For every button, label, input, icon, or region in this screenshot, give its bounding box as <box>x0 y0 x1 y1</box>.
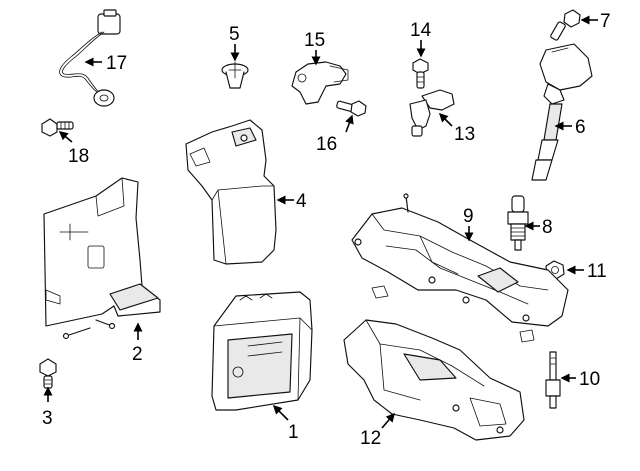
ignition-coil-part[interactable] <box>531 43 593 181</box>
callout-8: 8 <box>542 217 553 238</box>
callout-18: 18 <box>68 146 89 167</box>
leader-lines <box>43 15 598 429</box>
bolt-7-part[interactable] <box>550 9 581 41</box>
leader-1 <box>272 404 289 421</box>
leader-12 <box>381 412 395 429</box>
ecm-cover-part[interactable] <box>185 119 277 265</box>
callout-3: 3 <box>42 408 53 429</box>
callout-15: 15 <box>304 30 325 51</box>
callout-14: 14 <box>410 20 432 41</box>
bolt-18-part[interactable] <box>41 118 74 137</box>
bolt-16-part[interactable] <box>336 100 367 117</box>
bolt-3-part[interactable] <box>39 358 57 389</box>
callout-17: 17 <box>106 53 127 74</box>
callout-6: 6 <box>575 117 586 138</box>
callout-10: 10 <box>579 369 600 390</box>
callout-7: 7 <box>600 11 611 32</box>
callout-11: 11 <box>587 261 607 282</box>
spark-plug-part[interactable] <box>507 195 529 251</box>
callout-labels: 17 18 5 15 16 14 13 7 6 4 2 3 1 9 8 11 1… <box>42 11 611 449</box>
leader-13 <box>438 112 453 127</box>
lower-support-part[interactable] <box>343 319 525 441</box>
callout-16: 16 <box>316 134 337 155</box>
callout-1: 1 <box>288 422 299 443</box>
callout-2: 2 <box>132 344 143 365</box>
knock-sensor-harness-part[interactable] <box>59 9 121 107</box>
leader-16 <box>345 114 354 133</box>
bolt-10-part[interactable] <box>545 351 561 409</box>
cam-sensor-part[interactable] <box>291 61 349 105</box>
callout-12: 12 <box>360 428 381 449</box>
bolt-14-part[interactable] <box>412 58 429 89</box>
callout-9: 9 <box>463 206 474 227</box>
push-clip-part[interactable] <box>221 61 249 89</box>
ecm-mount-bracket-part[interactable] <box>351 193 569 343</box>
crank-sensor-part[interactable] <box>409 89 455 137</box>
ecm-module-part[interactable] <box>211 291 313 411</box>
callout-5: 5 <box>229 24 240 45</box>
callout-13: 13 <box>454 124 475 145</box>
leader-18 <box>58 131 73 143</box>
callout-4: 4 <box>296 191 307 212</box>
ecm-bracket-part[interactable] <box>43 177 161 340</box>
